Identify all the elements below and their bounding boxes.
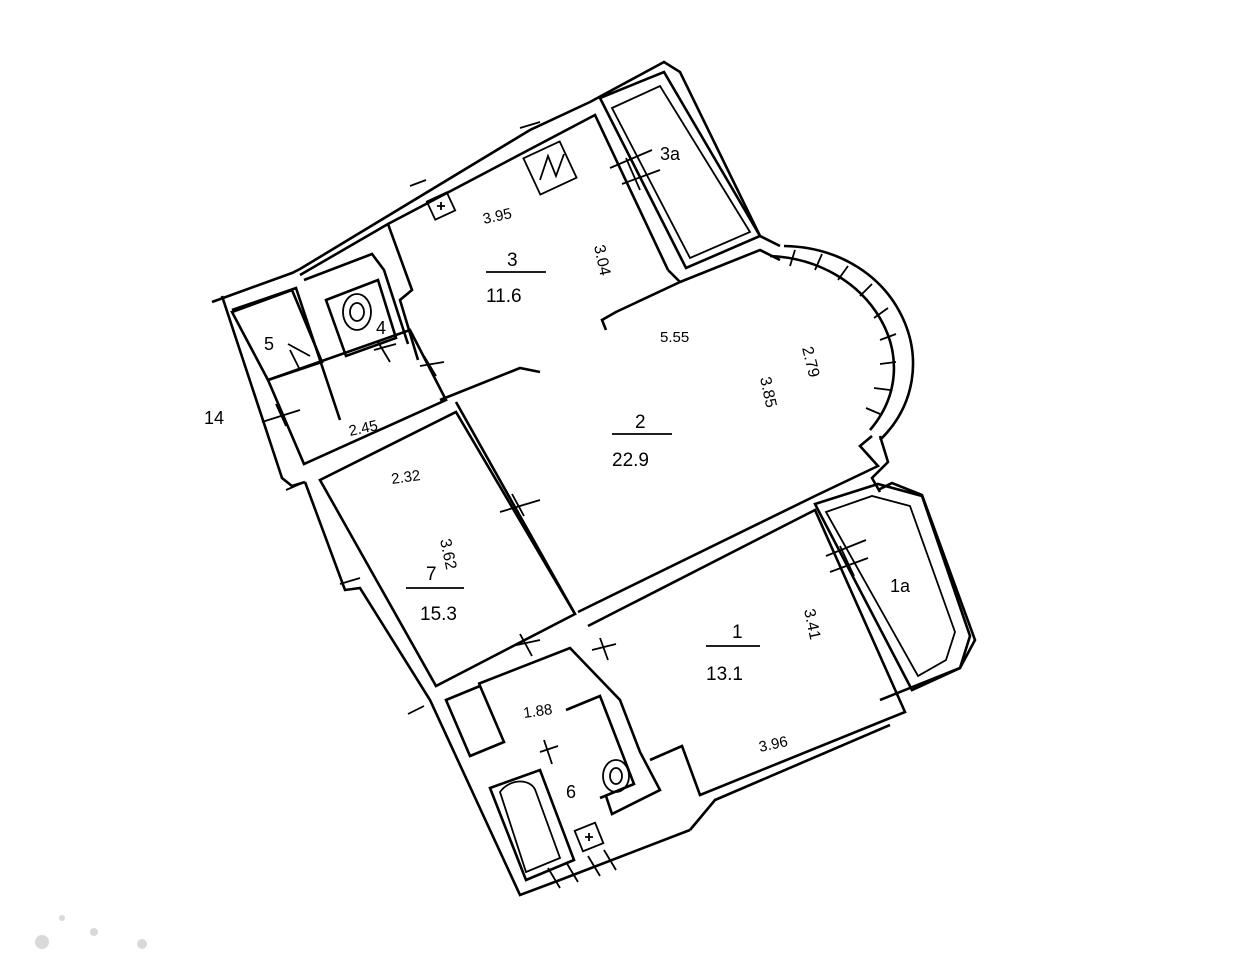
dimensions: 3.95 3.04 5.55 3.85 2.79 2.45 2.32 3.62 …: [347, 205, 823, 756]
room-3-walls: [299, 113, 683, 361]
room-number-2: 2: [635, 412, 646, 433]
outer-walls: [211, 60, 977, 897]
dimension-3-41: 3.41: [800, 607, 823, 641]
dimension-3-96: 3.96: [757, 733, 789, 756]
dimension-1-88: 1.88: [522, 701, 553, 722]
room-area-2: 22.9: [612, 450, 649, 471]
room-area-3: 11.6: [486, 286, 522, 307]
label-room-1a: 1a: [890, 576, 911, 596]
label-room-5: 5: [264, 334, 274, 354]
bay-window: [769, 244, 915, 441]
door-marks: [261, 121, 869, 889]
room-area-1: 13.1: [706, 664, 743, 685]
label-room-3a: 3a: [660, 144, 681, 164]
dimension-3-95: 3.95: [481, 205, 513, 228]
watermark-dots: [35, 915, 147, 949]
room-7-walls: [318, 410, 577, 688]
corridor-walls: [266, 328, 448, 466]
balcony-1a: [813, 482, 972, 692]
dimension-3-04: 3.04: [590, 243, 613, 277]
room-number-7: 7: [426, 564, 437, 585]
balcony-3a: [598, 70, 762, 270]
room-6-walls: [444, 646, 662, 882]
label-room-6: 6: [566, 782, 576, 802]
dimension-2-32: 2.32: [390, 467, 421, 488]
room-labels: 3 11.6 2 22.9 7 15.3 1 13.1: [406, 250, 760, 685]
label-room-4: 4: [376, 318, 386, 338]
dimension-3-85: 3.85: [756, 375, 779, 409]
label-side-14: 14: [204, 408, 224, 428]
room-number-1: 1: [732, 622, 743, 643]
dimension-2-79: 2.79: [798, 345, 822, 379]
dimension-5-55: 5.55: [660, 329, 689, 346]
dimension-3-62: 3.62: [436, 537, 459, 571]
room-4-walls: [303, 252, 410, 358]
room-area-7: 15.3: [420, 604, 457, 625]
dimension-2-45: 2.45: [347, 417, 379, 440]
room-number-3: 3: [507, 250, 518, 271]
room-1-walls: [587, 508, 907, 797]
